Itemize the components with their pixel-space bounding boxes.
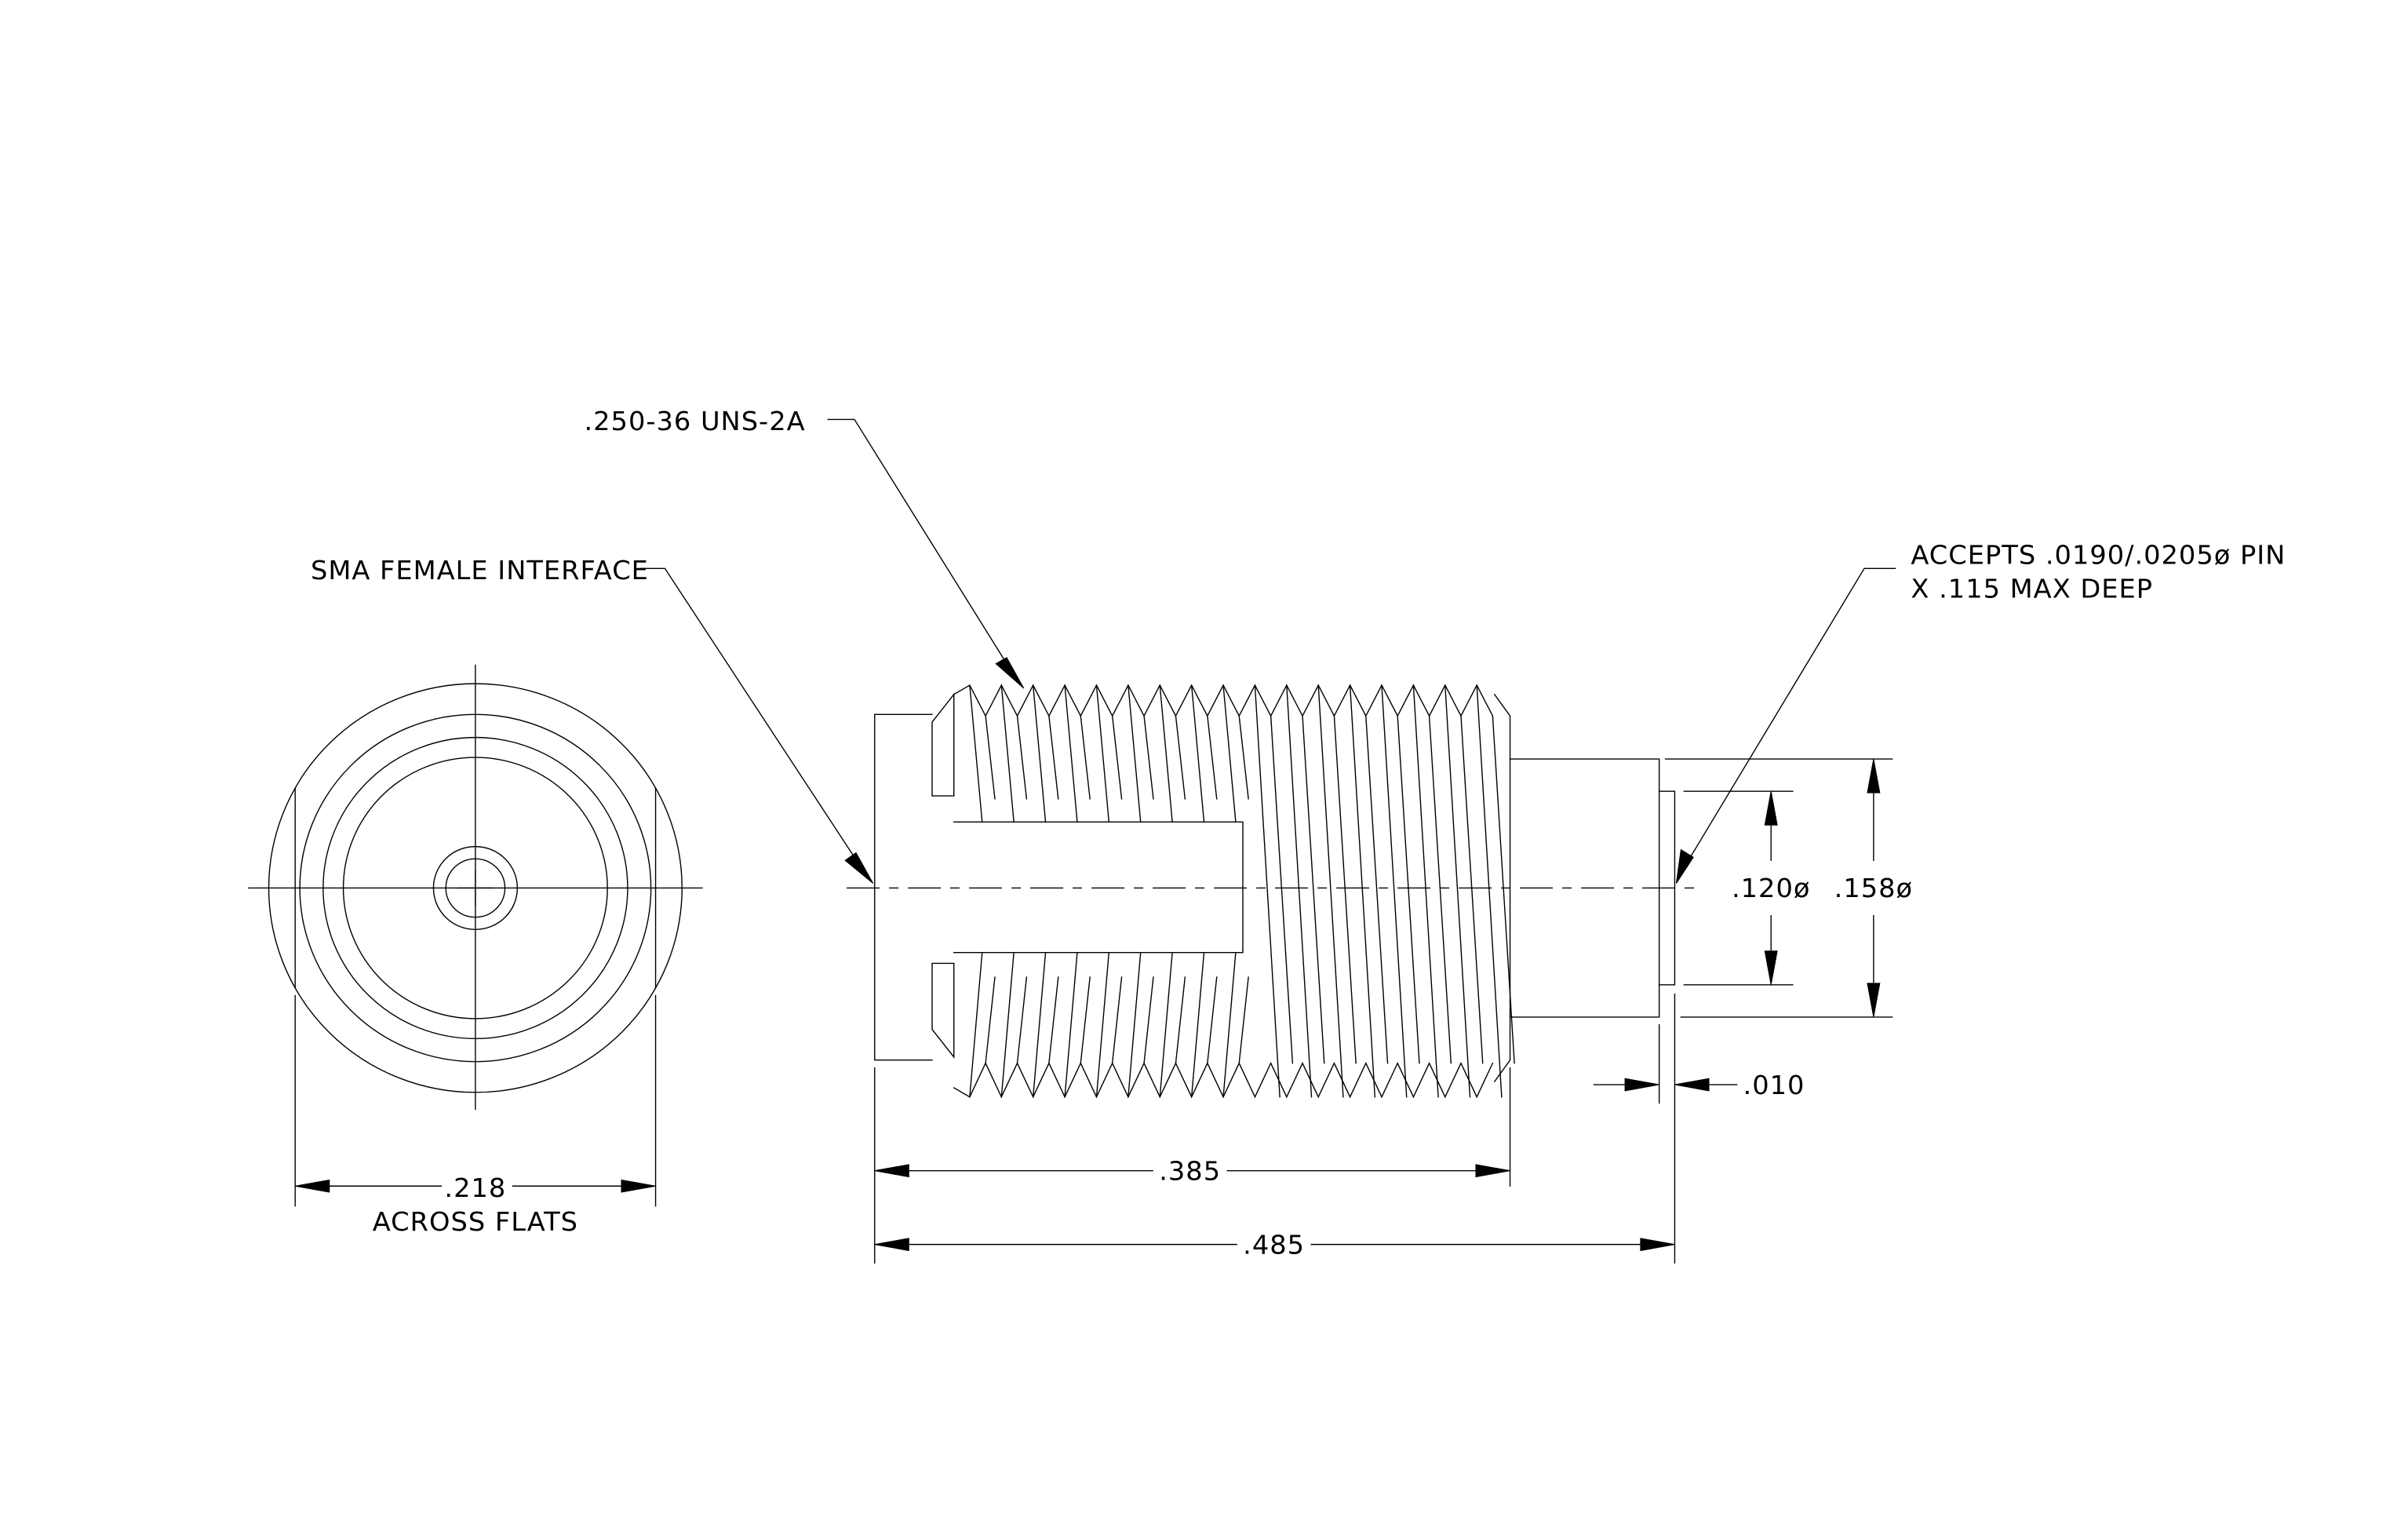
interface-arrow	[845, 852, 873, 883]
dim-385-arrow-left	[875, 1165, 909, 1177]
dim-158-arrow-bottom	[1867, 983, 1880, 1017]
thread-helix-root	[1334, 716, 1356, 1063]
thread-helix-root	[1492, 716, 1514, 1063]
flats-arrow-right	[621, 1180, 656, 1192]
dim-120-label: .120ø	[1732, 873, 1810, 903]
thread-root-lower	[1018, 977, 1027, 1063]
thread-flank-upper	[970, 685, 982, 822]
dim-010-arrow-left	[1625, 1078, 1659, 1091]
dim-385-arrow-right	[1476, 1165, 1510, 1177]
thread-flank-upper	[1223, 685, 1236, 822]
thread-profile	[954, 685, 1514, 1097]
thread-helix-crest	[1477, 685, 1502, 1097]
interface-front-face	[875, 714, 932, 1060]
thread-flank-upper	[1065, 685, 1077, 822]
dim-485-arrow-right	[1641, 1238, 1675, 1251]
thread-helix-root	[1461, 716, 1483, 1063]
thread-helix-root	[1430, 716, 1452, 1063]
thread-flank-lower	[1128, 953, 1141, 1097]
thread-root-lower	[1080, 977, 1090, 1063]
thread-root-upper	[985, 716, 995, 799]
thread-helix-crest	[1350, 685, 1375, 1097]
thread-root-lower	[1049, 977, 1058, 1063]
dim-158-label: .158ø	[1834, 873, 1913, 903]
thread-flank-lower	[1192, 953, 1204, 1097]
thread-root-lower	[1113, 977, 1122, 1063]
thread-flank-upper	[1001, 685, 1014, 822]
thread-root-upper	[1175, 716, 1185, 799]
dim-385-label: .385	[1159, 1156, 1221, 1187]
thread-flank-lower	[1033, 953, 1046, 1097]
thread-helix-root	[1302, 716, 1324, 1063]
dim-485-label: .485	[1243, 1230, 1305, 1260]
thread-helix-root	[1271, 716, 1293, 1063]
pin-callout-line1: ACCEPTS .0190/.0205ø PIN	[1911, 540, 2286, 571]
thread-spec-callout: .250-36 UNS-2A	[584, 406, 805, 436]
thread-root-upper	[1018, 716, 1027, 799]
thread-flank-lower	[970, 953, 982, 1097]
thread-flank-upper	[1192, 685, 1204, 822]
thread-flank-lower	[1001, 953, 1014, 1097]
thread-root-lower	[1208, 977, 1217, 1063]
dim-485-arrow-left	[875, 1238, 909, 1251]
thread-spec-leader	[828, 419, 1007, 663]
dim-010-label: .010	[1743, 1070, 1805, 1100]
side-view-dimensions: .385 .485 .010 .120ø .158ø	[875, 759, 1913, 1263]
across-flats-value: .218	[444, 1173, 506, 1203]
pin-callout-line2: X .115 MAX DEEP	[1911, 574, 2153, 604]
thread-helix-crest	[1413, 685, 1438, 1097]
interface-callout: SMA FEMALE INTERFACE	[311, 555, 649, 585]
dim-120-arrow-top	[1765, 791, 1777, 825]
flats-arrow-left	[295, 1180, 330, 1192]
thread-flank-upper	[1160, 685, 1172, 822]
thread-root-lower	[1175, 977, 1185, 1063]
end-view: .218 ACROSS FLATS	[249, 666, 702, 1237]
thread-helix-root	[1366, 716, 1388, 1063]
thread-helix-root	[1397, 716, 1419, 1063]
pin-callout-leader	[1690, 568, 1895, 857]
side-view	[847, 685, 1701, 1097]
across-flats-label: ACROSS FLATS	[373, 1206, 578, 1237]
thread-flank-lower	[1160, 953, 1172, 1097]
thread-root-upper	[1144, 716, 1153, 799]
callouts: .250-36 UNS-2A SMA FEMALE INTERFACE ACCE…	[311, 406, 2286, 884]
thread-root-lower	[1144, 977, 1153, 1063]
thread-helix-crest	[1287, 685, 1312, 1097]
thread-root-lower	[1239, 977, 1248, 1063]
thread-helix-crest	[1318, 685, 1343, 1097]
thread-root-lower	[985, 977, 995, 1063]
thread-flank-upper	[1096, 685, 1109, 822]
dim-158-arrow-top	[1867, 759, 1880, 793]
thread-root-upper	[1080, 716, 1090, 799]
thread-flank-lower	[1065, 953, 1077, 1097]
thread-helix-crest	[1382, 685, 1407, 1097]
lower-cavity	[932, 963, 954, 1056]
thread-flank-upper	[1128, 685, 1141, 822]
thread-spec-arrow	[996, 658, 1024, 688]
thread-root-upper	[1049, 716, 1058, 799]
thread-root-upper	[1239, 716, 1248, 799]
thread-root-upper	[1113, 716, 1122, 799]
thread-flank-lower	[1096, 953, 1109, 1097]
finger-slot-upper	[954, 822, 1243, 952]
dim-010-arrow-right	[1674, 1078, 1709, 1091]
thread-helix-crest	[1255, 685, 1280, 1097]
thread-flank-lower	[1223, 953, 1236, 1097]
thread-flank-upper	[1033, 685, 1046, 822]
upper-cavity	[932, 695, 954, 796]
thread-root-upper	[1208, 716, 1217, 799]
interface-leader	[640, 568, 854, 857]
pin-callout-arrow	[1676, 850, 1693, 884]
thread-helix-crest	[1445, 685, 1470, 1097]
dim-120-arrow-bottom	[1765, 951, 1777, 985]
